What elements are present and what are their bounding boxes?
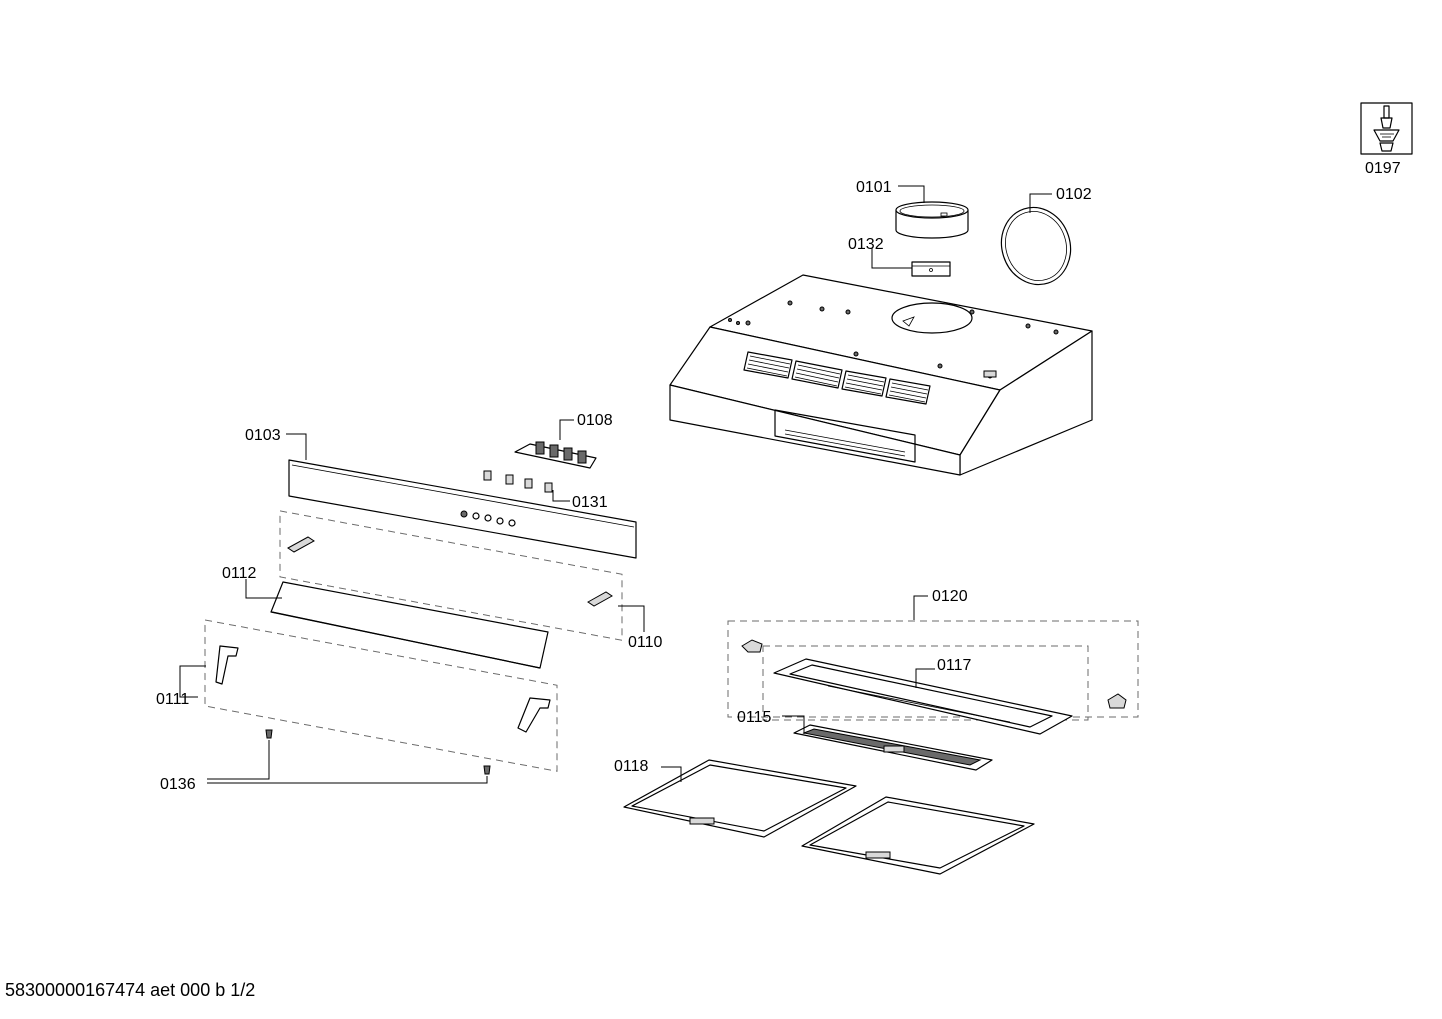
label-0115: 0115 <box>737 709 772 726</box>
part-0101-duct-collar <box>895 201 969 239</box>
label-0131: 0131 <box>572 494 608 511</box>
label-0136: 0136 <box>160 776 196 793</box>
label-0102: 0102 <box>1056 186 1092 203</box>
label-0117: 0117 <box>937 657 972 674</box>
drawing-reference: 58300000167474 aet 000 b 1/2 <box>5 980 256 1000</box>
label-0110: 0110 <box>628 634 663 651</box>
part-0120-latches <box>741 639 1127 709</box>
label-0108: 0108 <box>577 412 613 429</box>
hood-body <box>669 274 1093 476</box>
part-0118-grease-filter-left <box>623 759 857 838</box>
group-0110-frame <box>279 510 623 641</box>
part-0117-filter-frame <box>773 658 1073 735</box>
label-0118: 0118 <box>614 758 649 775</box>
label-0132: 0132 <box>848 236 884 253</box>
part-0197-tool-icon <box>1360 102 1413 155</box>
part-0103-front-panel <box>288 459 637 559</box>
label-0103: 0103 <box>245 427 281 444</box>
part-0131-knobs <box>483 470 553 493</box>
part-0112-panel-strip <box>270 581 549 669</box>
group-0120-inner-frame <box>762 645 1089 721</box>
part-0118-grease-filter-right <box>801 796 1035 875</box>
label-0120: 0120 <box>932 588 968 605</box>
part-0111-brackets <box>215 645 551 733</box>
part-0110-clips <box>287 536 613 607</box>
label-0197: 0197 <box>1365 160 1401 177</box>
part-0132-bracket <box>911 261 951 277</box>
label-0101: 0101 <box>856 179 892 196</box>
part-0102-seal-ring <box>1000 206 1072 286</box>
part-0115-light-unit <box>793 724 993 771</box>
label-0111: 0111 <box>156 691 189 708</box>
group-0111-frame <box>204 619 558 772</box>
part-0108-control-board <box>514 441 597 469</box>
label-0112: 0112 <box>222 565 257 582</box>
group-0120-outer-frame <box>727 620 1139 718</box>
part-0136-screws <box>265 729 491 775</box>
